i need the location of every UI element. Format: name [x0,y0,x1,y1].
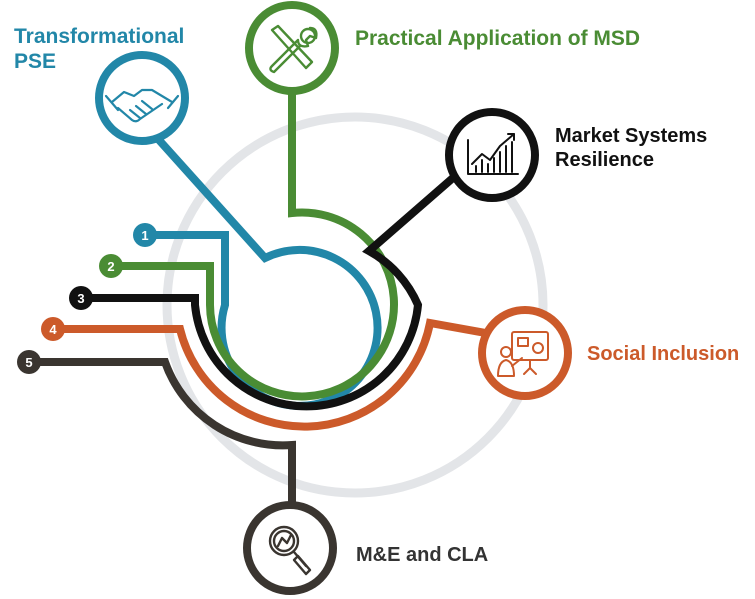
number-4: 4 [49,322,57,337]
presentation-icon [497,331,549,377]
number-dot-3: 3 [69,286,93,310]
handshake-icon [104,88,180,123]
line-3-black [80,146,488,411]
line-4-orange [52,318,526,431]
node-me [243,501,337,595]
node-social [478,306,572,400]
label-pse-line1: Transformational [14,25,185,48]
node-pse [95,51,189,145]
number-dot-5: 5 [17,350,41,374]
line-5-brown [30,358,296,530]
node-msr [445,108,539,202]
label-transformational-pse: Transformational PSE [14,24,184,74]
label-social-inclusion: Social Inclusion [587,343,740,365]
outer-ring [162,112,548,498]
label-market-systems-resilience: Market Systems Resilience [555,124,707,172]
number-dot-1: 1 [133,223,157,247]
node-msd [245,1,339,95]
number-1: 1 [141,228,148,243]
label-practical-msd: Practical Application of MSD [355,27,641,50]
number-5: 5 [25,355,32,370]
label-msr-line1: Market Systems [555,125,708,147]
chart-icon [467,133,519,175]
tools-icon [269,24,318,74]
label-me-cla: M&E and CLA [356,544,489,566]
label-pse-line2: PSE [14,50,57,74]
magnifier-icon [268,525,312,576]
number-2: 2 [107,259,114,274]
number-3: 3 [77,291,84,306]
number-dot-4: 4 [41,317,65,341]
line-2-green [110,50,398,401]
number-dot-2: 2 [99,254,123,278]
label-msr-line2: Resilience [555,149,654,171]
